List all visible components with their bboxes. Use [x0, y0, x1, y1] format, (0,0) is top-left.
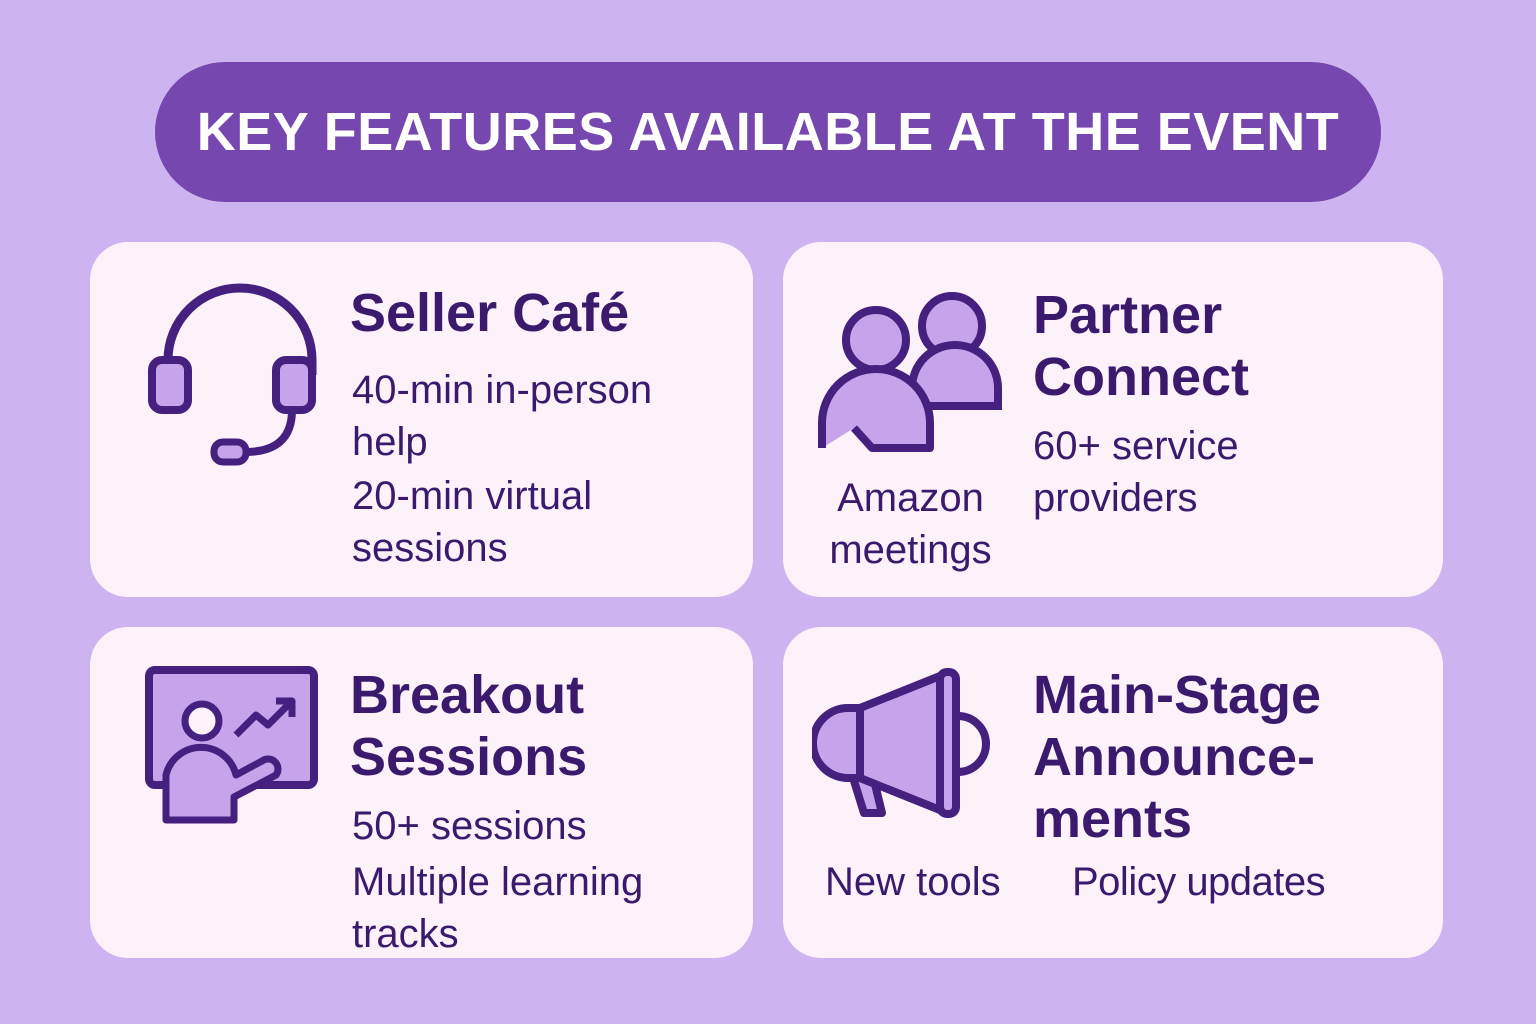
card-title-line: Announce- [1033, 727, 1315, 787]
card-title-line: Main-Stage [1033, 665, 1322, 725]
card-line: Multiple learning tracks [352, 860, 644, 956]
card-title-line: Connect [1033, 347, 1249, 407]
presentation-icon [145, 666, 318, 824]
headset-icon [148, 283, 317, 466]
people-icon [818, 292, 1002, 452]
card-line: 50+ sessions [352, 804, 587, 848]
card-title-line: ments [1033, 789, 1193, 849]
title-banner: KEY FEATURES AVAILABLE AT THE EVENT [155, 62, 1381, 202]
page-title: KEY FEATURES AVAILABLE AT THE EVENT [196, 102, 1340, 162]
tag-new-tools: New tools [825, 860, 1001, 904]
card-title: Seller Café [350, 283, 630, 343]
card-line: 60+ service providers [1033, 424, 1239, 520]
card-line: 20-min virtual sessions [352, 474, 593, 570]
tag-policy-updates: Policy updates [1072, 860, 1326, 904]
icon-label: Amazon meetings [829, 476, 992, 572]
card-title-line: Sessions [350, 727, 588, 787]
card-title-line: Partner [1033, 285, 1223, 345]
megaphone-icon [812, 668, 990, 818]
card-line: 40-min in-person help [352, 368, 653, 464]
card-title-line: Breakout [350, 665, 585, 725]
